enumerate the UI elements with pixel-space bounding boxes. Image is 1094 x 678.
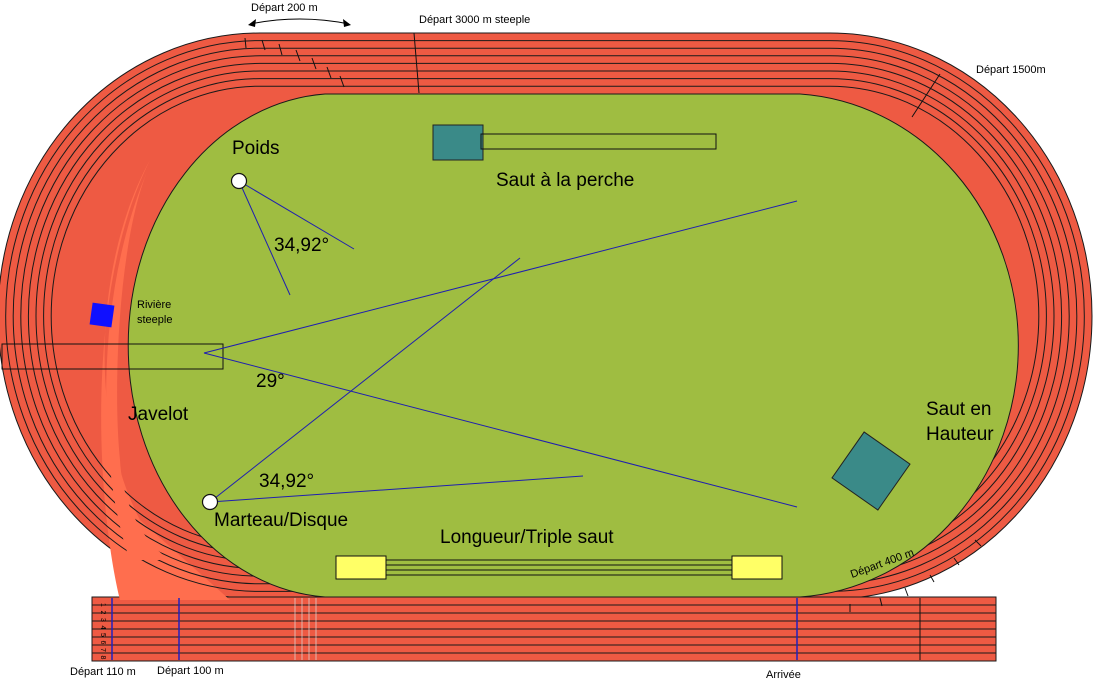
lane-number: 4 (99, 626, 106, 630)
label-depart-110: Départ 110 m (70, 666, 136, 678)
angle-javelot: 29° (256, 371, 285, 392)
start-400-stagger (849, 539, 982, 612)
label-arrivee: Arrivée (766, 669, 801, 678)
lane-number: 3 (99, 618, 106, 622)
stagger-ticks (294, 598, 317, 660)
long-jump-pit-right (731, 555, 783, 580)
pole-vault-runway (480, 133, 717, 150)
label-javelot: Javelot (128, 404, 189, 425)
steeple-inner-zone (101, 160, 230, 600)
high-jump-pit (831, 431, 911, 511)
label-poids: Poids (232, 138, 280, 159)
shot-put-circle (230, 172, 248, 190)
lane-numbers: 1 2 3 4 5 6 7 8 (99, 603, 106, 660)
arrow-head-left (248, 19, 256, 27)
start-200-stagger (244, 37, 345, 88)
steeple-water-zone (106, 165, 170, 560)
angle-marteau: 34,92° (259, 471, 314, 492)
label-longueur: Longueur/Triple saut (440, 527, 614, 548)
lane-number: 8 (99, 656, 106, 660)
label-hauteur-1: Saut en (926, 399, 992, 420)
lane-number: 2 (99, 611, 106, 615)
water-jump (89, 302, 115, 328)
pole-vault-pit (432, 124, 484, 161)
lane-number: 7 (99, 648, 106, 652)
label-perche: Saut à la perche (496, 170, 634, 191)
start-1500-line (911, 73, 941, 118)
label-depart-1500: Départ 1500m (976, 64, 1046, 76)
depart-200-arrow (249, 18, 350, 25)
start-3000-line (413, 32, 420, 94)
label-hauteur-2: Hauteur (926, 424, 994, 445)
hammer-discus-circle (201, 493, 219, 511)
label-riviere-2: steeple (137, 314, 172, 326)
straight-lane-lines (92, 604, 996, 654)
label-depart-100: Départ 100 m (157, 665, 224, 677)
arrow-head-right (343, 19, 351, 27)
infield (127, 93, 1019, 598)
angle-poids: 34,92° (274, 235, 329, 256)
throw-sector-lines (203, 180, 798, 508)
label-depart-3000: Départ 3000 m steeple (419, 14, 530, 26)
lane-number: 6 (99, 641, 106, 645)
label-marteau: Marteau/Disque (214, 510, 348, 531)
lane-number: 1 (99, 603, 106, 607)
lane-number: 5 (99, 633, 106, 637)
label-depart-200: Départ 200 m (251, 2, 318, 14)
label-riviere-1: Rivière (137, 299, 171, 311)
long-jump-pit-left (335, 555, 387, 580)
javelin-runway (1, 343, 224, 370)
